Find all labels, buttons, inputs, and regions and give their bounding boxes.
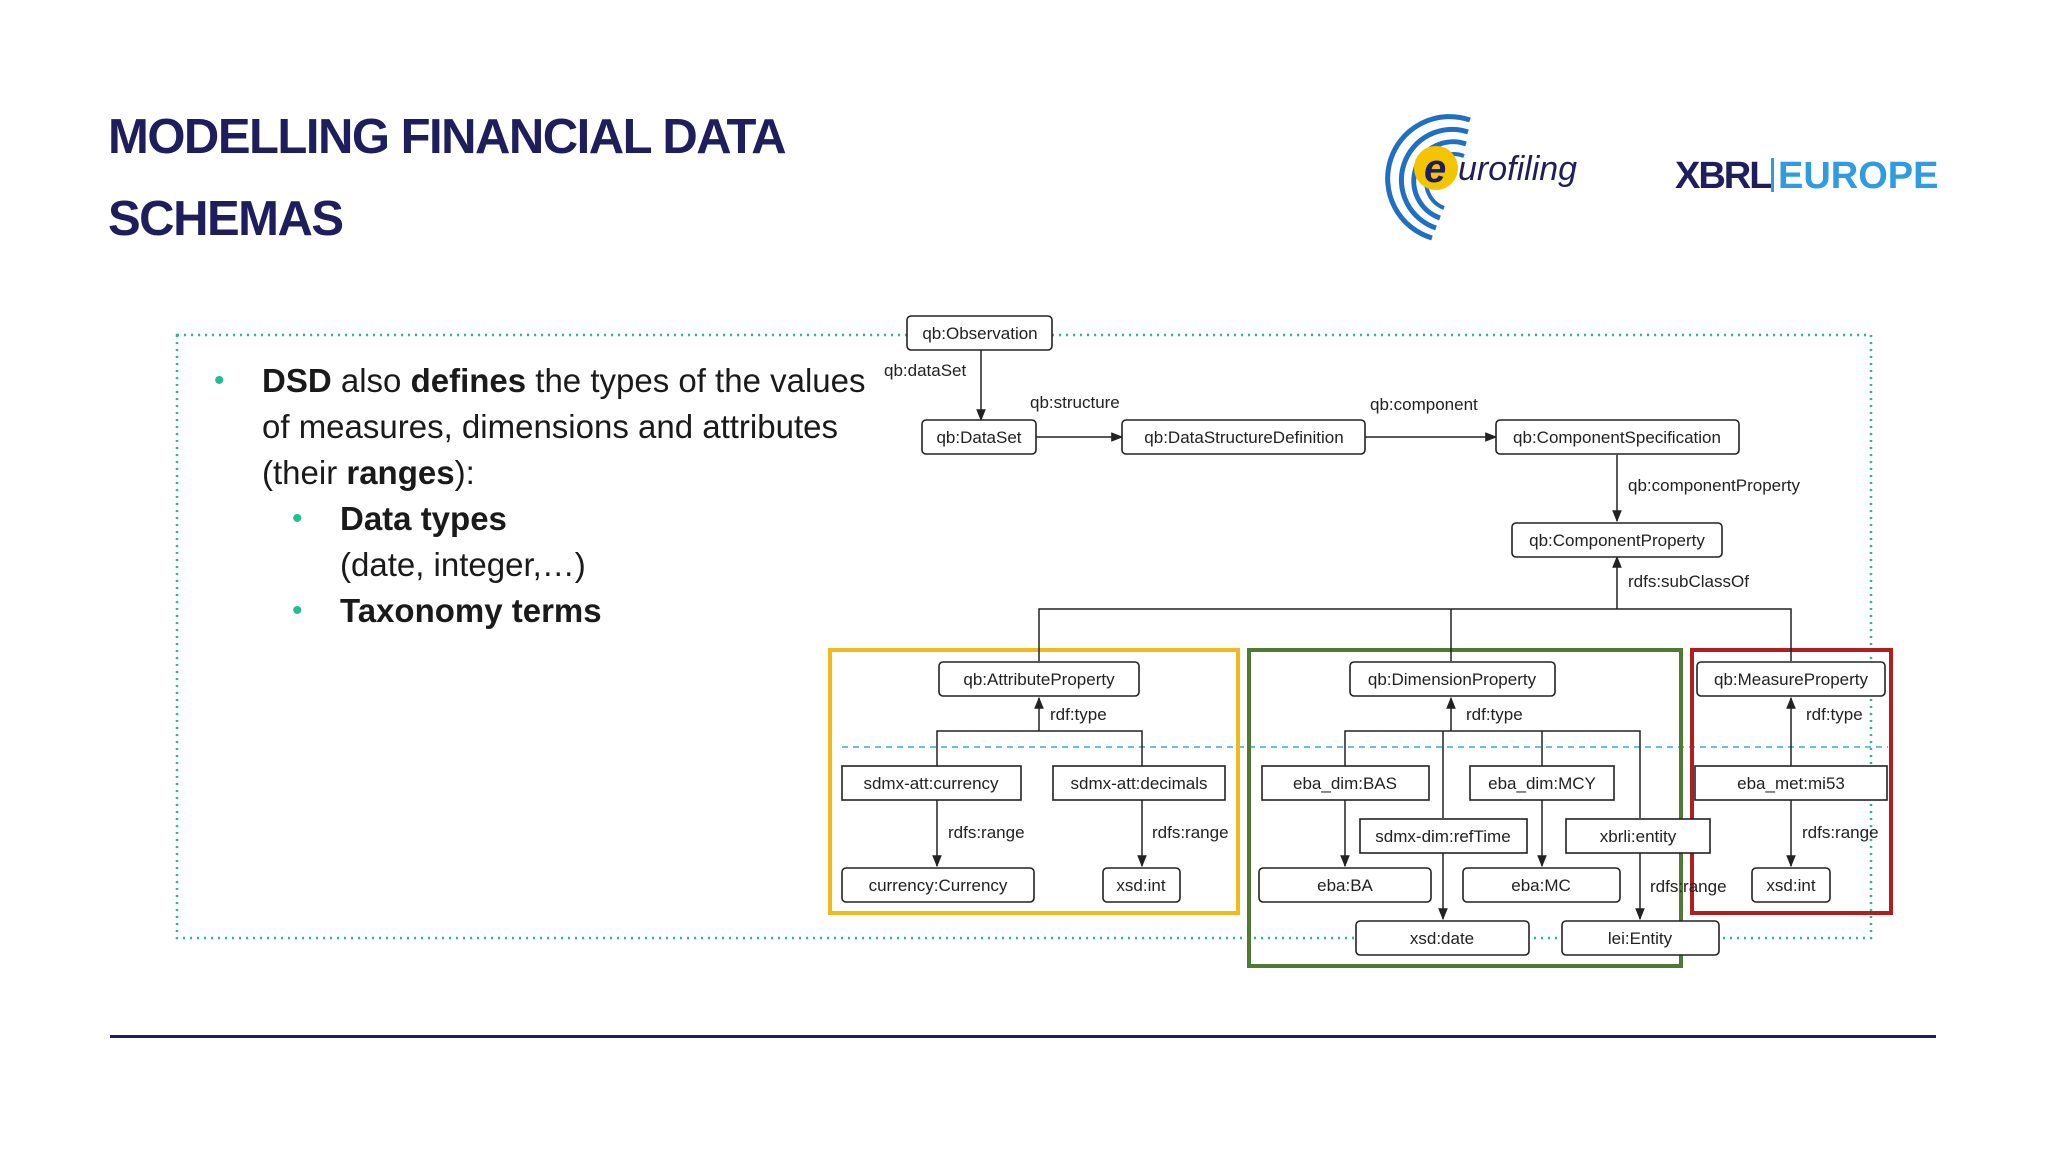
eurofiling-logo: e urofiling [1385,114,1577,241]
label-compspec: qb:ComponentSpecification [1513,428,1721,447]
label-mcy: eba_dim:MCY [1488,774,1596,793]
sub-bullet-data-types: • Data types (date, integer,…) [210,496,870,588]
label-dimprop: qb:DimensionProperty [1368,670,1537,689]
edge-rdftype-dim: rdf:type [1466,705,1523,724]
label-attrprop: qb:AttributeProperty [963,670,1115,689]
node-currency [841,765,1022,801]
label-dataset: qb:DataSet [936,428,1021,447]
node-dataset [921,419,1037,455]
node-xsdint-2 [1751,867,1831,903]
node-xsddate [1355,920,1530,956]
edge-range-meas: rdfs:range [1802,823,1879,842]
node-compprop [1511,522,1723,558]
sub-bullet-marker: • [292,502,303,535]
eurofiling-e: e [1424,147,1446,191]
node-mc [1462,867,1621,903]
label-dsd: qb:DataStructureDefinition [1144,428,1343,447]
diagram-edges [932,350,1796,921]
xbrl-divider [1771,158,1774,192]
edge-rdftype-attr: rdf:type [1050,705,1107,724]
edge-rdftype-meas: rdf:type [1806,705,1863,724]
text-also: also [331,362,411,399]
label-entity: xbrli:entity [1600,827,1677,846]
label-xsdint-2: xsd:int [1766,876,1815,895]
node-measprop [1696,661,1886,697]
label-measprop: qb:MeasureProperty [1714,670,1869,689]
sub-bullet-marker: • [292,594,303,627]
edge-structure: qb:structure [1030,393,1120,412]
node-decimals [1052,765,1226,801]
sub-bullet-taxonomy-terms: • Taxonomy terms [210,588,870,634]
attribute-group-frame [828,648,1240,915]
label-compprop: qb:ComponentProperty [1529,531,1705,550]
dimension-group-frame [1247,648,1683,968]
diagram-nodes [841,315,1888,956]
node-entity [1565,818,1711,854]
node-dsd [1121,419,1366,455]
eurofiling-yellow-dot-icon [1414,146,1458,190]
node-reftime [1359,818,1528,854]
label-decimals: sdmx-att:decimals [1071,774,1208,793]
bullet-list: • DSD also defines the types of the valu… [210,358,870,634]
node-labels: qb:Observation qb:DataSet qb:DataStructu… [863,324,1868,948]
label-mi53: eba_met:mi53 [1737,774,1845,793]
bold-data-types: Data types [340,500,507,537]
logo-area: e urofiling XBRL EUROPE [1385,114,1938,241]
label-ba: eba:BA [1317,876,1373,895]
label-xsddate: xsd:date [1410,929,1474,948]
label-xsdint-1: xsd:int [1116,876,1165,895]
node-attrprop [938,661,1140,697]
bold-defines: defines [410,362,527,399]
edge-dataset: qb:dataSet [884,361,967,380]
text-colon: ): [454,454,475,491]
edge-labels: qb:dataSet qb:structure qb:component qb:… [884,361,1879,896]
edge-component: qb:component [1370,395,1478,414]
europe-text: EUROPE [1778,155,1938,197]
edge-subclass: rdfs:subClassOf [1628,572,1749,591]
label-observation: qb:Observation [922,324,1037,343]
bullet-marker: • [214,364,225,397]
bullet-dsd-ranges: • DSD also defines the types of the valu… [210,358,870,496]
label-currency: sdmx-att:currency [863,774,999,793]
edge-range-decimals: rdfs:range [1152,823,1229,842]
node-currency-class [841,867,1035,903]
title-line-1: MODELLING FINANCIAL DATA [108,110,787,164]
node-mcy [1469,765,1615,801]
node-bas [1261,765,1430,801]
bold-dsd: DSD [262,362,332,399]
data-types-examples: (date, integer,…) [340,546,586,583]
eurofiling-text: urofiling [1458,150,1577,188]
bottom-rule [110,1035,1936,1038]
node-xsdint-1 [1102,867,1181,903]
node-leientity [1561,920,1720,956]
measure-group-frame [1690,648,1893,915]
node-observation [906,315,1053,351]
label-leientity: lei:Entity [1608,929,1673,948]
edge-range-entity: rdfs:range [1650,877,1727,896]
edge-compprop: qb:componentProperty [1628,476,1800,495]
label-bas: eba_dim:BAS [1293,774,1397,793]
label-currency-class: currency:Currency [869,876,1008,895]
bold-taxonomy-terms: Taxonomy terms [340,592,602,629]
node-ba [1258,867,1432,903]
bold-ranges: ranges [346,454,455,491]
xbrl-europe-logo: XBRL EUROPE [1675,155,1938,197]
node-compspec [1495,419,1740,455]
title-line-2: SCHEMAS [108,192,344,246]
node-mi53 [1694,765,1888,801]
slide-title: MODELLING FINANCIAL DATA SCHEMAS [108,96,787,260]
label-reftime: sdmx-dim:refTime [1375,827,1510,846]
xbrl-text: XBRL [1675,155,1772,197]
label-mc: eba:MC [1511,876,1571,895]
edge-range-currency: rdfs:range [948,823,1025,842]
node-dimprop [1349,661,1556,697]
